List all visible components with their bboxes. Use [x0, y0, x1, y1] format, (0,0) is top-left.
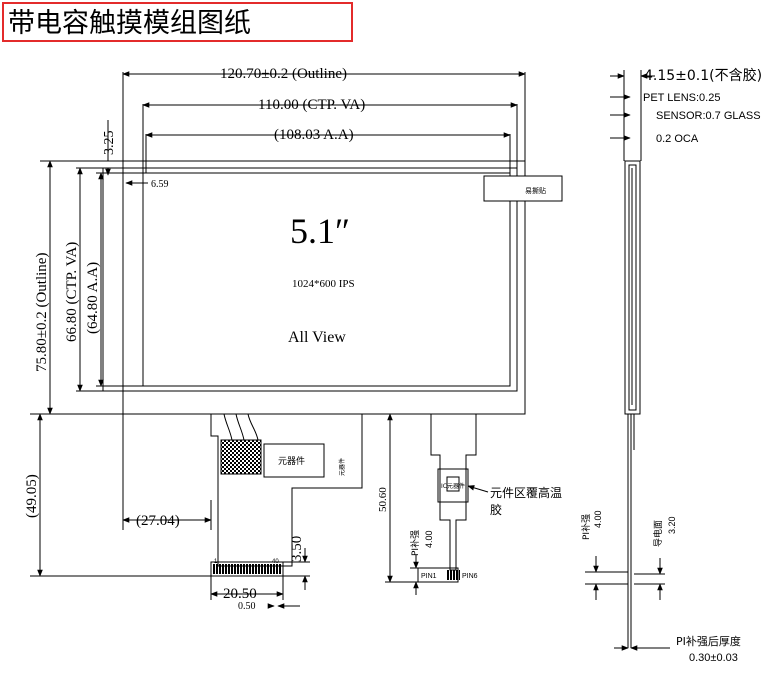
front-pi-label: PI补强 [409, 530, 421, 556]
pet-lens-label: PET LENS:0.25 [643, 92, 720, 104]
front-view [30, 71, 563, 609]
front-view-labels: 120.70±0.2 (Outline) 110.00 (CTP. VA) (1… [24, 66, 566, 612]
dim-thickness: 4.15±0.1(不含胶) [644, 67, 762, 84]
side-pi-value: 4.00 [593, 510, 603, 528]
fpc-pin-fingers [213, 564, 281, 574]
dim-top-gap: 3.25 [102, 131, 117, 156]
pin6-label: PIN6 [462, 573, 478, 580]
fpc-component-label: 元器件 [278, 455, 305, 467]
sensor-label: SENSOR:0.7 GLASS [656, 110, 761, 122]
dim-aa-width: (108.03 A.A) [274, 127, 354, 143]
ctp-pin-fingers [446, 570, 460, 580]
dim-pin-pitch: 0.50 [238, 601, 256, 612]
dim-ctp-fpc-length: 50.60 [377, 487, 389, 512]
fpc-component-pad [220, 439, 262, 475]
side-pi-label: PI补强 [580, 514, 592, 540]
pi-thickness-label: PI补强后厚度 [676, 634, 741, 648]
pi-thickness-value: 0.30±0.03 [689, 652, 738, 664]
title-frame [2, 2, 353, 42]
front-pi-value: 4.00 [424, 530, 434, 548]
dim-fpc-length: (49.05) [24, 474, 40, 518]
ic-note-line2: 胶 [490, 502, 502, 517]
fpc-component-box [263, 443, 325, 478]
dim-outline-width: 120.70±0.2 (Outline) [220, 66, 347, 82]
pin-first-number: 1 [214, 559, 218, 565]
ic-note: 元件区覆高温 胶 [490, 485, 566, 517]
pin-last-number: 40 [272, 559, 279, 565]
title-block: 带电容触摸模组图纸 [2, 2, 353, 42]
conductor-value: 3.20 [667, 516, 677, 534]
fpc-small-label: 元器件 [338, 458, 346, 476]
fpc-flex [210, 414, 363, 567]
panel-resolution: 1024*600 IPS [292, 278, 355, 290]
dim-side-gap: 6.59 [151, 179, 169, 190]
dim-pin-height: 3.50 [289, 536, 305, 562]
easy-tear-label: 易撕贴 [525, 186, 546, 195]
ic-component-label: IC元器件 [441, 482, 465, 490]
dim-aa-height: (64.80 A.A) [85, 262, 101, 334]
outline-panel [49, 160, 526, 415]
easy-tear-tape [483, 175, 563, 202]
dim-outline-height: 75.80±0.2 (Outline) [34, 253, 50, 372]
panel-size: 5.1″ [290, 211, 350, 251]
ic-note-line1: 元件区覆高温 [490, 485, 562, 500]
dim-fpc-width: 20.50 [223, 586, 257, 602]
dim-ctp-va-height: 66.80 (CTP. VA) [64, 242, 80, 342]
dim-ctp-va-width: 110.00 (CTP. VA) [258, 97, 365, 113]
side-stack [624, 160, 641, 415]
active-area-rect [142, 172, 511, 387]
side-view [585, 70, 670, 651]
panel-view: All View [288, 329, 346, 346]
dim-fpc-offset: (27.04) [136, 513, 180, 529]
side-view-labels: 4.15±0.1(不含胶) PET LENS:0.25 SENSOR:0.7 G… [580, 67, 762, 664]
drawing-title: 带电容触摸模组图纸 [8, 8, 251, 39]
conductor-label: 导电面 [652, 520, 664, 547]
pin1-label: PIN1 [421, 573, 437, 580]
oca-label: 0.2 OCA [656, 133, 699, 145]
